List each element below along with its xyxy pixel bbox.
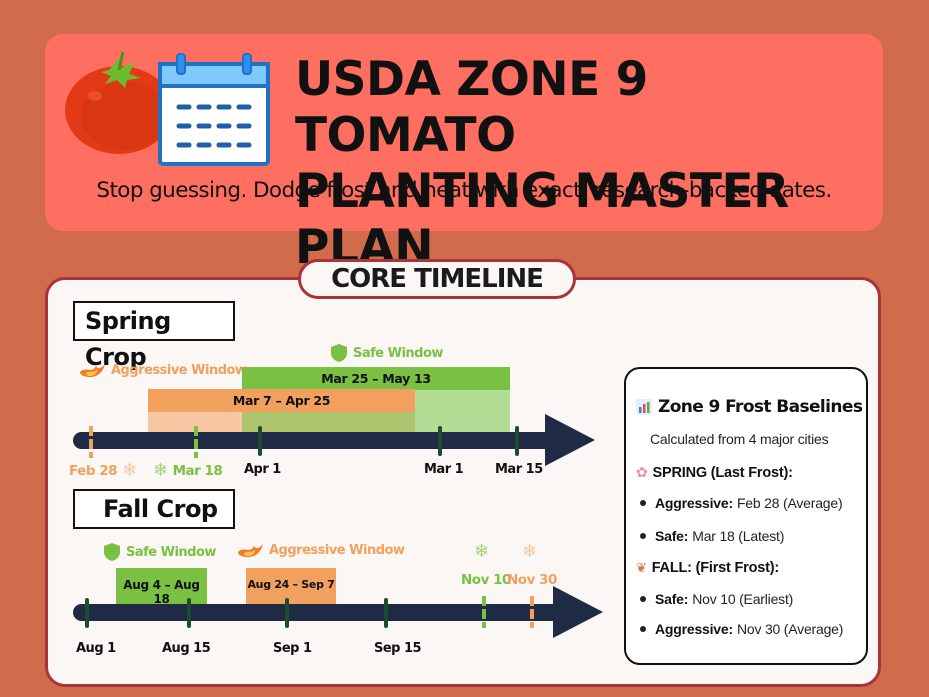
fall-aggressive-window-bar: Aug 24 – Sep 7 <box>246 568 336 605</box>
item-key: Safe: <box>655 591 689 607</box>
blossom-icon: ✿ <box>636 464 648 480</box>
baseline-item: Aggressive: Feb 28 (Average) <box>640 495 843 511</box>
tick <box>187 598 191 628</box>
frost-baselines-card: Zone 9 Frost Baselines Calculated from 4… <box>624 367 868 665</box>
header-banner: USDA ZONE 9 TOMATO PLANTING MASTER PLAN … <box>45 34 883 275</box>
fallen-leaf-icon: ❦ <box>636 560 647 575</box>
label-text: Mar 18 <box>172 462 223 479</box>
frost-label-safe: Nov 10 <box>461 572 511 588</box>
fall-aggressive-window-label: Aggressive Window <box>236 542 405 558</box>
label-text: SPRING (Last Frost): <box>652 464 793 481</box>
title-line-1: USDA ZONE 9 TOMATO <box>295 52 648 163</box>
tick-label: Aug 1 <box>76 641 116 656</box>
tick-label: Apr 1 <box>244 462 281 477</box>
label-text: Feb 28 <box>69 462 117 479</box>
tick <box>258 426 262 456</box>
snowflake-icon: ❄ <box>522 541 537 562</box>
safe-range-text: Mar 25 – May 13 <box>321 371 431 386</box>
bullet-icon <box>640 500 646 506</box>
baselines-title: Zone 9 Frost Baselines <box>636 397 863 417</box>
item-key: Aggressive: <box>655 621 733 637</box>
panel-title: CORE TIMELINE <box>298 259 576 299</box>
spring-heading: ✿ SPRING (Last Frost): <box>636 464 793 481</box>
safe-range-text: Aug 4 – Aug 18 <box>123 578 200 606</box>
fire-icon <box>238 544 263 557</box>
tick <box>285 598 289 628</box>
frost-marker-nov10 <box>482 596 486 628</box>
overlap-window <box>242 412 415 434</box>
tick <box>384 598 388 628</box>
calendar-icon <box>158 53 270 166</box>
bullet-icon <box>640 626 646 632</box>
page-title: USDA ZONE 9 TOMATO PLANTING MASTER PLAN <box>295 52 883 276</box>
spring-aggressive-window-label: Aggressive Window <box>78 362 247 378</box>
item-value: Mar 18 (Latest) <box>692 528 785 544</box>
frost-label-aggressive: Nov 30 <box>507 572 557 588</box>
frost-label-aggressive: Feb 28 ❄ <box>69 460 137 481</box>
tick-label: Mar 1 <box>424 462 464 477</box>
baseline-item: Safe: Nov 10 (Earliest) <box>640 591 793 607</box>
frost-label-safe: ❄ Mar 18 <box>153 460 223 481</box>
snowflake-icon: ❄ <box>153 460 168 481</box>
safe-window-fade <box>415 389 510 434</box>
fall-timeline-axis <box>73 604 563 621</box>
bar-chart-icon <box>636 399 652 415</box>
frost-marker-feb28 <box>89 426 93 458</box>
bullet-icon <box>640 596 646 602</box>
spring-crop-label: Spring Crop <box>73 301 235 371</box>
tick-label: Aug 15 <box>162 641 211 656</box>
baseline-item: Safe: Mar 18 (Latest) <box>640 528 784 544</box>
fall-heading: ❦ FALL: (First Frost): <box>636 560 779 576</box>
aggressive-range-text: Mar 7 – Apr 25 <box>232 393 331 408</box>
page-subtitle: Stop guessing. Dodge frost and heat with… <box>96 178 832 203</box>
item-key: Aggressive: <box>655 495 733 511</box>
label-text: Aggressive Window <box>111 362 247 378</box>
shield-icon <box>331 344 347 362</box>
item-value: Feb 28 (Average) <box>736 495 843 511</box>
aggressive-range-text: Aug 24 – Sep 7 <box>247 578 335 591</box>
fall-safe-window-label: Safe Window <box>103 542 216 562</box>
tick <box>438 426 442 456</box>
tomato-icon <box>65 51 173 154</box>
label-text: Safe Window <box>353 345 443 361</box>
fall-crop-label: Fall Crop <box>73 489 235 529</box>
item-key: Safe: <box>655 528 689 544</box>
spring-safe-window-bar: Mar 25 – May 13 <box>242 367 510 390</box>
item-value: Nov 10 (Earliest) <box>692 591 794 607</box>
frost-marker-mar18 <box>194 426 198 458</box>
shield-icon <box>104 543 120 561</box>
label-text: Safe Window <box>126 544 216 560</box>
label-text: Zone 9 Frost Baselines <box>658 397 863 417</box>
tick <box>85 598 89 628</box>
arrow-head-icon <box>545 414 595 466</box>
spring-aggressive-window-bar: Mar 7 – Apr 25 <box>148 389 415 412</box>
frost-marker-nov30 <box>530 596 534 628</box>
baselines-subtitle: Calculated from 4 major cities <box>650 431 829 447</box>
label-text: FALL: (First Frost): <box>651 560 779 576</box>
tick-label: Sep 15 <box>374 641 422 656</box>
snowflake-icon: ❄ <box>121 460 137 481</box>
aggressive-window-fade <box>148 412 242 434</box>
tick <box>515 426 519 456</box>
item-value: Nov 30 (Average) <box>736 621 844 637</box>
spring-safe-window-label: Safe Window <box>330 343 443 363</box>
tick-label: Sep 1 <box>273 641 312 656</box>
fire-icon <box>80 364 105 377</box>
tick-label: Mar 15 <box>495 462 543 477</box>
spring-timeline-axis <box>73 432 553 449</box>
arrow-head-icon <box>553 586 603 638</box>
bullet-icon <box>640 533 646 539</box>
label-text: Aggressive Window <box>269 542 405 558</box>
baseline-item: Aggressive: Nov 30 (Average) <box>640 621 843 637</box>
fall-safe-window-bar: Aug 4 – Aug 18 <box>116 568 207 606</box>
snowflake-icon: ❄ <box>474 541 489 562</box>
